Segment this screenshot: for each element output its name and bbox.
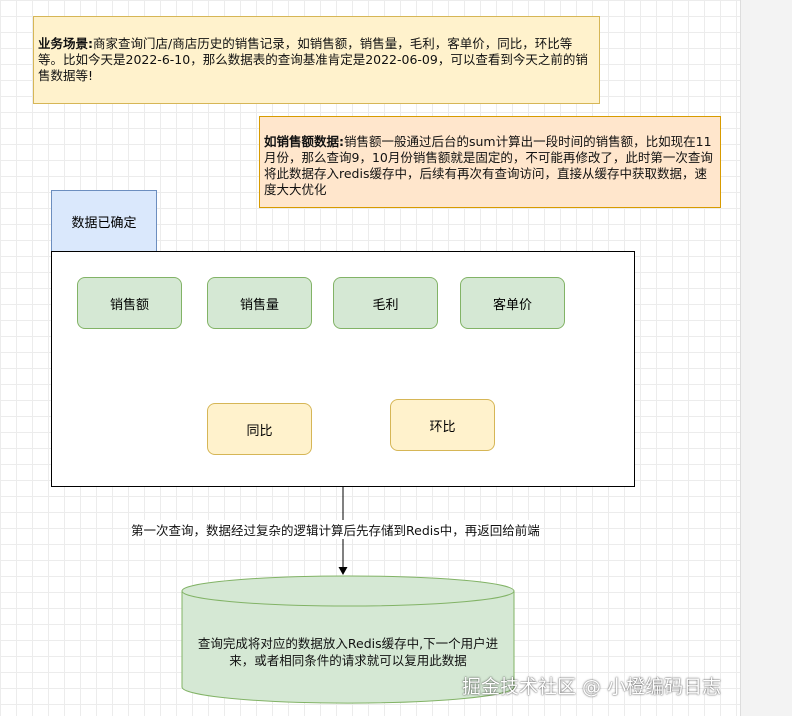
redis-cache-cylinder[interactable] xyxy=(180,575,516,705)
business-scenario-note[interactable]: 业务场景:商家查询门店/商店历史的销售记录，如销售额，销售量，毛利，客单价，同比… xyxy=(33,16,600,104)
sales-example-note[interactable]: 如销售额数据:销售额一般通过后台的sum计算出一段时间的销售额，比如现在11月份… xyxy=(259,116,721,208)
comparison-yoy[interactable]: 同比 xyxy=(207,403,312,455)
metric-label: 毛利 xyxy=(372,297,399,313)
metric-label: 销售量 xyxy=(239,297,279,313)
business-scenario-title: 业务场景: xyxy=(38,36,93,51)
metric-sales-amount[interactable]: 销售额 xyxy=(77,277,182,329)
data-confirmed-tag[interactable]: 数据已确定 xyxy=(51,190,157,252)
sales-example-title: 如销售额数据: xyxy=(264,134,344,149)
metric-label: 销售额 xyxy=(109,297,149,313)
flow-arrow-label: 第一次查询，数据经过复杂的逻辑计算后先存储到Redis中，再返回给前端 xyxy=(131,520,540,539)
comparison-label: 同比 xyxy=(246,423,273,439)
watermark: 掘金技术社区 @ 小橙编码日志 xyxy=(462,676,722,698)
metric-gross-profit[interactable]: 毛利 xyxy=(333,277,438,329)
metric-label: 客单价 xyxy=(492,297,532,313)
comparison-mom[interactable]: 环比 xyxy=(390,399,495,451)
data-confirmed-label: 数据已确定 xyxy=(71,215,137,231)
redis-cache-text: 查询完成将对应的数据放入Redis缓存中,下一个用户进来，或者相同条件的请求就可… xyxy=(197,636,499,668)
comparison-label: 环比 xyxy=(429,419,456,435)
right-side-panel xyxy=(740,0,792,716)
business-scenario-text: 商家查询门店/商店历史的销售记录，如销售额，销售量，毛利，客单价，同比，环比等等… xyxy=(38,36,588,83)
metric-sales-volume[interactable]: 销售量 xyxy=(207,277,312,329)
metric-avg-order-value[interactable]: 客单价 xyxy=(460,277,565,329)
sales-example-text: 销售额一般通过后台的sum计算出一段时间的销售额，比如现在11月份，那么查询9，… xyxy=(264,134,713,197)
